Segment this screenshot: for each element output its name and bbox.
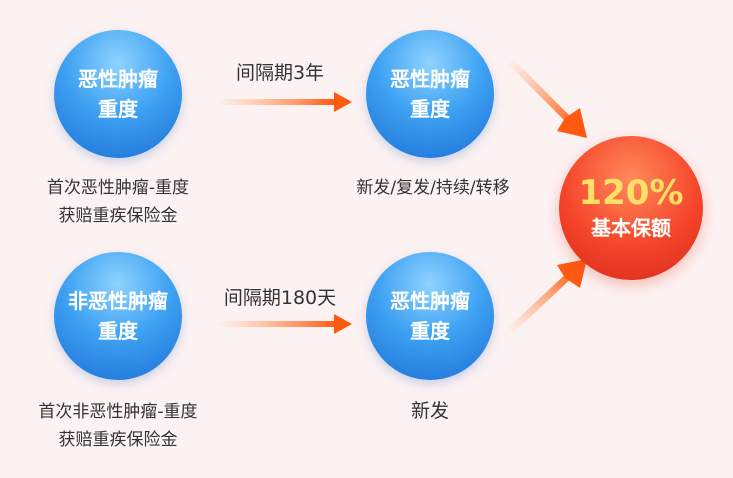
result-badge: 120% 基本保额 <box>559 136 703 280</box>
node-non-malignant-first: 非恶性肿瘤 重度 <box>54 252 182 380</box>
node-sublabel: 重度 <box>98 97 138 121</box>
node-malignant-second-top: 恶性肿瘤 重度 <box>366 30 494 158</box>
caption-bottom-left: 首次非恶性肿瘤-重度 获赔重疾保险金 <box>0 398 236 454</box>
interval-label-top: 间隔期3年 <box>235 62 325 84</box>
node-sublabel: 重度 <box>98 319 138 343</box>
caption-line: 获赔重疾保险金 <box>58 430 178 450</box>
arrow-bottom <box>215 314 352 334</box>
node-label: 恶性肿瘤 <box>390 289 470 313</box>
caption-bottom-right: 新发 <box>410 400 449 422</box>
arrow-top <box>215 92 352 112</box>
node-malignant-first: 恶性肿瘤 重度 <box>54 30 182 158</box>
caption-top-right: 新发/复发/持续/转移 <box>356 178 510 198</box>
caption-line: 首次恶性肿瘤-重度 <box>46 178 190 198</box>
node-label: 非恶性肿瘤 <box>68 289 168 313</box>
arrow-diagonal-top <box>508 59 587 138</box>
result-percent: 120% <box>578 173 684 213</box>
caption-line: 获赔重疾保险金 <box>58 206 178 226</box>
result-label: 基本保额 <box>591 216 671 240</box>
caption-top-left: 首次恶性肿瘤-重度 获赔重疾保险金 <box>0 174 236 230</box>
node-malignant-second-bottom: 恶性肿瘤 重度 <box>366 252 494 380</box>
node-sublabel: 重度 <box>410 319 450 343</box>
arrow-diagonal-bottom <box>508 259 587 333</box>
node-sublabel: 重度 <box>410 97 450 121</box>
interval-label-bottom: 间隔期180天 <box>223 287 337 309</box>
caption-line: 首次非恶性肿瘤-重度 <box>38 402 198 422</box>
node-label: 恶性肿瘤 <box>78 67 158 91</box>
node-label: 恶性肿瘤 <box>390 67 470 91</box>
